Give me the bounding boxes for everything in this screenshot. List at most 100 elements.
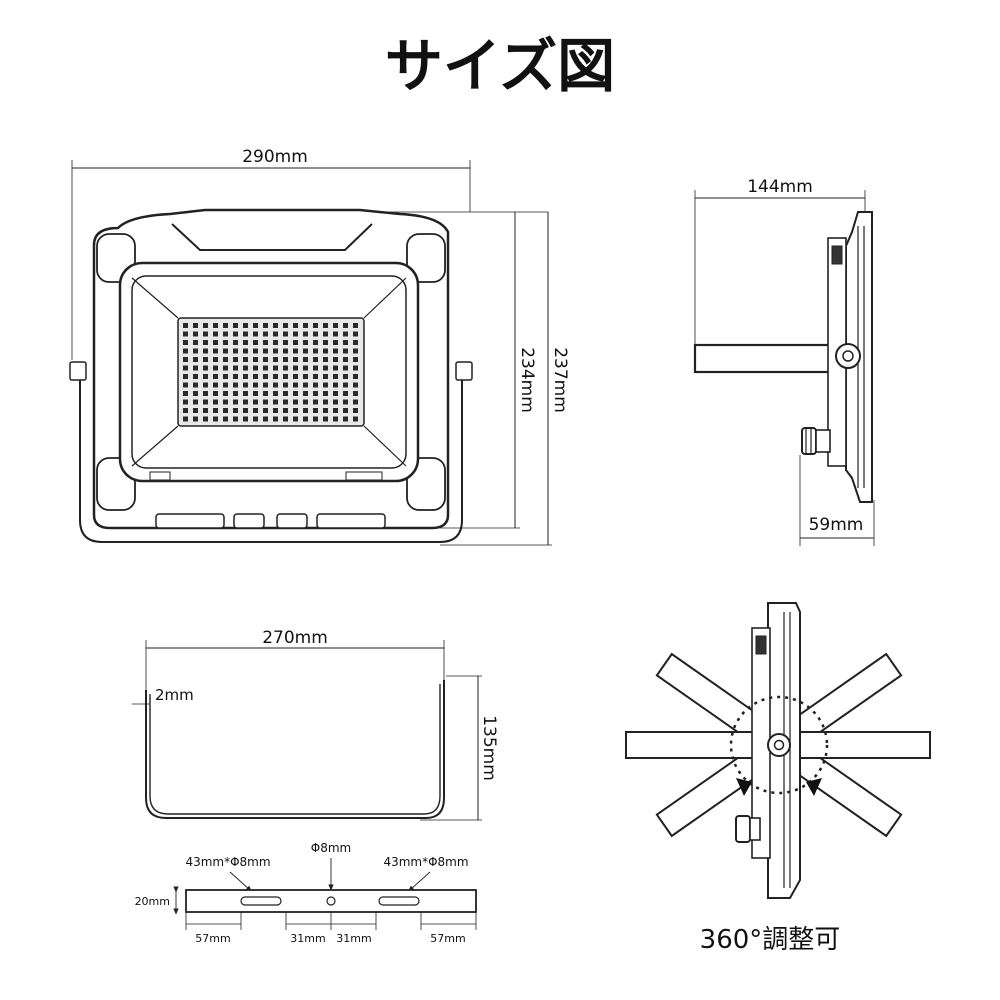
led-chip xyxy=(253,382,258,388)
led-chip xyxy=(203,348,208,354)
led-chip xyxy=(283,408,288,413)
led-chip xyxy=(223,340,228,345)
side-body-depth-dimension: 59mm xyxy=(799,455,875,546)
led-chip xyxy=(283,399,288,405)
led-chip xyxy=(203,331,208,337)
led-chip xyxy=(273,365,278,371)
led-chip xyxy=(253,323,258,328)
led-chip xyxy=(293,408,298,413)
front-foot-right xyxy=(345,471,383,481)
led-chip xyxy=(213,348,218,354)
led-chip xyxy=(193,357,198,362)
led-chip xyxy=(223,408,228,413)
led-chip xyxy=(253,391,258,396)
led-chip xyxy=(223,391,228,396)
led-chip xyxy=(303,374,308,379)
led-chip xyxy=(333,323,338,328)
led-chip xyxy=(193,340,198,345)
front-led-grid xyxy=(183,323,358,422)
led-chip xyxy=(283,365,288,371)
led-chip xyxy=(203,408,208,413)
led-chip xyxy=(333,365,338,371)
led-chip xyxy=(183,374,188,379)
led-chip xyxy=(233,382,238,388)
led-chip xyxy=(323,365,328,371)
slot-right xyxy=(378,896,420,906)
led-chip xyxy=(323,399,328,405)
led-chip xyxy=(353,382,358,388)
led-chip xyxy=(333,382,338,388)
led-chip xyxy=(313,399,318,405)
led-chip xyxy=(313,408,318,413)
slot-left xyxy=(240,896,282,906)
led-chip xyxy=(323,416,328,422)
led-chip xyxy=(333,399,338,405)
led-chip xyxy=(223,357,228,362)
led-chip xyxy=(303,408,308,413)
led-chip xyxy=(203,416,208,422)
front-view: 290mm 234mm 237mm xyxy=(69,147,570,546)
led-chip xyxy=(183,348,188,354)
led-chip xyxy=(253,340,258,345)
led-chip xyxy=(293,374,298,379)
bracket-holes-view: 43mm*Φ8mm Φ8mm 43mm*Φ8mm 20mm 57mm 31mm … xyxy=(135,841,477,945)
led-chip xyxy=(253,399,258,405)
led-chip xyxy=(253,365,258,371)
led-chip xyxy=(313,357,318,362)
side-heat-sink xyxy=(831,245,843,265)
led-chip xyxy=(203,365,208,371)
rotation-caption: 360°調整可 xyxy=(700,925,841,955)
led-chip xyxy=(293,348,298,354)
led-chip xyxy=(353,331,358,337)
led-chip xyxy=(243,408,248,413)
seg4-label: 57mm xyxy=(430,932,465,945)
led-chip xyxy=(273,331,278,337)
front-height-dimensions: 234mm 237mm xyxy=(355,211,570,546)
led-chip xyxy=(213,408,218,413)
led-chip xyxy=(293,331,298,337)
bracket-thickness-label: 2mm xyxy=(155,686,194,704)
led-chip xyxy=(223,331,228,337)
led-chip xyxy=(313,391,318,396)
front-bottom-tab-3 xyxy=(276,513,308,529)
led-chip xyxy=(283,348,288,354)
led-chip xyxy=(203,399,208,405)
side-depth-label: 144mm xyxy=(747,177,813,197)
led-chip xyxy=(243,348,248,354)
bracket-profile xyxy=(145,680,445,819)
led-chip xyxy=(193,416,198,422)
led-chip xyxy=(263,374,268,379)
center-hole xyxy=(326,896,336,906)
led-chip xyxy=(353,374,358,379)
led-chip xyxy=(263,399,268,405)
side-view: 144mm 59mm xyxy=(693,177,875,546)
led-chip xyxy=(353,323,358,328)
led-chip xyxy=(353,391,358,396)
bracket-thickness-dimension: 2mm xyxy=(132,686,194,705)
bracket-height-dimension: 135mm xyxy=(420,675,499,821)
led-chip xyxy=(293,365,298,371)
rotation-arrow-right xyxy=(806,778,822,796)
led-chip xyxy=(193,365,198,371)
led-chip xyxy=(293,382,298,388)
led-chip xyxy=(333,374,338,379)
led-chip xyxy=(323,323,328,328)
led-chip xyxy=(183,416,188,422)
led-chip xyxy=(223,382,228,388)
led-chip xyxy=(213,323,218,328)
led-chip xyxy=(213,365,218,371)
page-title: サイズ図 xyxy=(385,32,615,100)
led-chip xyxy=(233,416,238,422)
led-chip xyxy=(353,340,358,345)
led-chip xyxy=(233,331,238,337)
led-chip xyxy=(303,331,308,337)
led-chip xyxy=(333,391,338,396)
led-chip xyxy=(333,357,338,362)
led-chip xyxy=(263,382,268,388)
led-chip xyxy=(183,391,188,396)
front-bottom-tab-2 xyxy=(233,513,265,529)
led-chip xyxy=(233,374,238,379)
front-bracket-knob-right xyxy=(455,361,473,381)
led-chip xyxy=(213,357,218,362)
led-chip xyxy=(283,340,288,345)
